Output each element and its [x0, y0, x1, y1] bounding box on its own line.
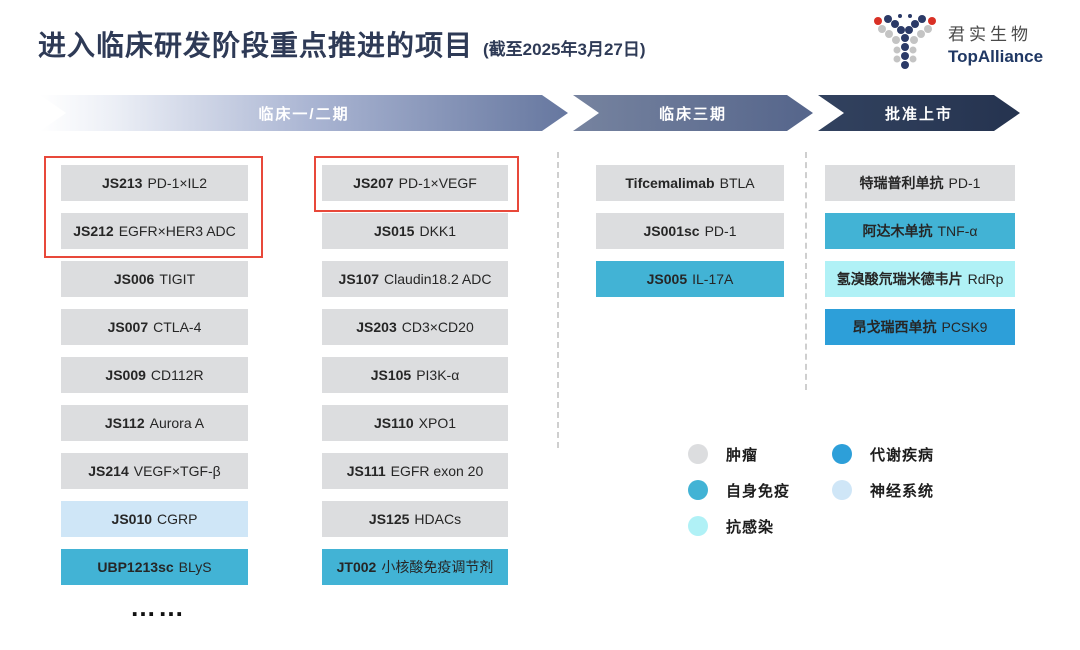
highlight-outline-js207: [314, 156, 519, 212]
legend-label: 抗感染: [726, 518, 775, 536]
highlight-outline-js213-js212: [44, 156, 263, 258]
company-logo: 君实生物 TopAlliance: [872, 12, 1043, 79]
stage-arrow-phase1-2: 临床一/二期: [40, 95, 568, 131]
stage-arrow-phase3: 临床三期: [573, 95, 813, 131]
stage-arrow-approved: 批准上市: [818, 95, 1020, 131]
title-text: 进入临床研发阶段重点推进的项目: [38, 30, 474, 61]
stage-label-phase3: 临床三期: [658, 105, 727, 123]
more-items-ellipsis: ……: [130, 592, 186, 622]
stage-label-phase1-2: 临床一/二期: [258, 105, 350, 123]
logo-name-cn: 君实生物: [948, 25, 1032, 45]
legend-label: 神经系统: [870, 482, 935, 500]
stage-divider-phase3-approved: [805, 152, 807, 390]
logo-name-en: TopAlliance: [948, 46, 1044, 66]
legend-item-autoimmune: 自身免疫: [688, 480, 832, 501]
legend-color-dot: [688, 480, 708, 500]
category-legend: 肿瘤自身免疫抗感染 代谢疾病神经系统: [688, 436, 934, 544]
stage-label-approved: 批准上市: [884, 105, 953, 123]
legend-item-oncology: 肿瘤: [688, 444, 832, 465]
antibody-logo-icon: [872, 12, 940, 79]
legend-color-dot: [688, 516, 708, 536]
page-title: 进入临床研发阶段重点推进的项目 (截至2025年3月27日): [38, 24, 646, 64]
legend-color-dot: [832, 480, 852, 500]
legend-color-dot: [688, 444, 708, 464]
legend-label: 肿瘤: [726, 446, 759, 464]
stage-divider-phase12-phase3: [557, 152, 559, 448]
legend-label: 代谢疾病: [870, 446, 935, 464]
legend-color-dot: [832, 444, 852, 464]
legend-item-metabolic: 代谢疾病: [832, 444, 934, 465]
legend-item-neuro: 神经系统: [832, 480, 934, 501]
legend-item-anti_infective: 抗感染: [688, 516, 832, 537]
legend-label: 自身免疫: [726, 482, 791, 500]
title-date-note: (截至2025年3月27日): [483, 40, 646, 59]
